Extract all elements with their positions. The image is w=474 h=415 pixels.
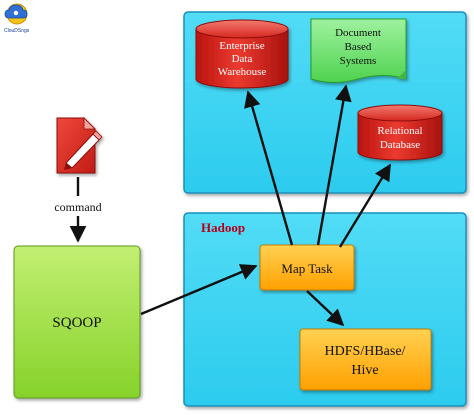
map-task-label: Map Task [281,261,333,276]
document-systems-label-line3: Systems [340,55,377,67]
logo: ClouDSngs [4,3,30,34]
connectors [69,84,392,327]
command-label: command [54,200,101,214]
arrow-map-task-to-relational-db [338,163,392,248]
relational-db-label-line2: Database [380,139,420,151]
logo-text: ClouDSngs [4,28,30,34]
arrow-map-task-to-storage [306,290,345,327]
arrow-map-task-to-document-systems [316,84,352,246]
cloud-gear-logo-icon [4,3,28,25]
enterprise-dw-label-line2: Data [232,53,253,65]
document-based-systems-shape[interactable] [310,18,407,83]
relational-db-label-line1: Relational [377,125,422,137]
hdfs-hbase-hive-box[interactable] [299,328,432,391]
document-pen-icon[interactable] [56,117,103,174]
document-systems-label-line1: Document [335,27,381,39]
storage-label-line1: HDFS/HBase/ [325,344,406,359]
map-task-box[interactable] [259,244,355,291]
enterprise-dw-label-line1: Enterprise [219,40,264,52]
document-systems-label-line2: Based [345,41,372,53]
arrow-sqoop-to-map-task [140,264,258,316]
enterprise-data-warehouse-cylinder[interactable] [195,19,289,89]
arrow-map-task-to-enterprise-dw [244,90,294,246]
relational-database-cylinder[interactable] [357,104,443,161]
storage-label-line2: Hive [351,363,378,378]
sqoop-label: SQOOP [52,315,101,331]
hadoop-title: Hadoop [201,220,245,235]
enterprise-dw-label-line3: Warehouse [218,66,267,78]
sqoop-box[interactable] [13,245,141,399]
